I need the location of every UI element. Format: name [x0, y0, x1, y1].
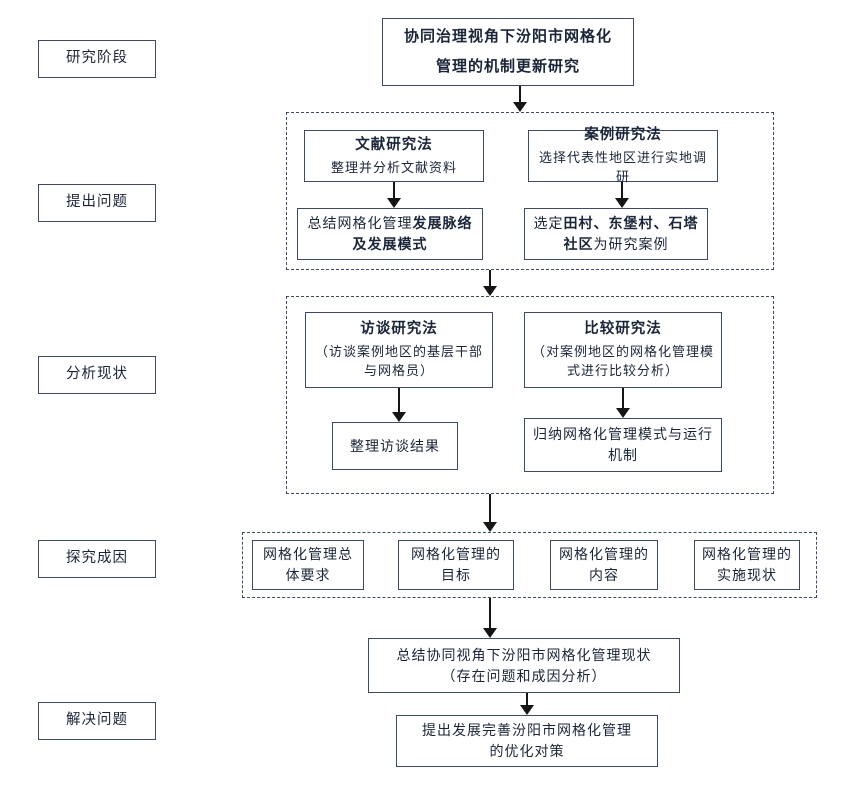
dashed-group-explore-causes: [242, 532, 817, 598]
arrow-line: [489, 270, 491, 286]
cause-text: 网格化管理的目标: [411, 546, 501, 583]
stage-analyze-status: 分析现状: [38, 356, 156, 394]
arrowhead-icon: [513, 102, 527, 112]
stage-label: 探究成因: [66, 550, 128, 567]
arrow-phase1-to-phase2: [483, 270, 497, 296]
arrow-title-to-phase1: [513, 86, 527, 112]
dashed-group-analyze-status: [286, 296, 774, 494]
method-subtitle: 选择代表性地区进行实地调研: [538, 149, 707, 185]
dashed-group-propose-questions: [286, 112, 774, 270]
method-title: 案例研究法: [584, 127, 662, 144]
case-result-box: 选定田村、东堡村、石塔社区为研究案例: [524, 208, 708, 260]
result-text: 总结网格化管理发展脉络及发展模式: [303, 213, 477, 255]
interview-result-box: 整理访谈结果: [332, 422, 458, 470]
stage-label: 研究阶段: [66, 50, 128, 67]
arrow-line: [489, 494, 491, 522]
arrow-literature-to-result: [387, 182, 401, 208]
result-text-regular: 为研究案例: [593, 236, 669, 252]
arrowhead-icon: [387, 198, 401, 208]
arrowhead-icon: [483, 286, 497, 296]
cause-text: 网格化管理的实施现状: [702, 546, 792, 583]
result-text-bold: 发展脉络及发展模式: [352, 215, 473, 252]
solution-line-1: 提出发展完善汾阳市网格化管理: [422, 722, 632, 738]
arrowhead-icon: [392, 412, 406, 422]
arrow-line: [393, 182, 395, 198]
arrow-interview-to-result: [392, 388, 406, 422]
arrow-line: [526, 693, 528, 705]
arrow-summary-to-solution: [520, 693, 534, 715]
result-text-bold: 田村、东堡村、石塔社区: [563, 215, 699, 252]
arrow-case-to-result: [615, 182, 629, 208]
arrowhead-icon: [615, 198, 629, 208]
arrow-phase2-to-causes: [483, 494, 497, 532]
method-title: 文献研究法: [355, 136, 433, 153]
stage-label: 解决问题: [66, 712, 128, 729]
arrow-line: [622, 388, 624, 408]
method-title: 比较研究法: [584, 321, 662, 338]
result-text: 整理访谈结果: [350, 437, 440, 454]
literature-method-box: 文献研究法 整理并分析文献资料: [304, 130, 484, 182]
arrow-line: [398, 388, 400, 412]
arrow-compare-to-result: [616, 388, 630, 418]
cause-box-goals: 网格化管理的目标: [398, 540, 514, 590]
case-method-box: 案例研究法 选择代表性地区进行实地调研: [528, 127, 718, 184]
arrow-line: [489, 598, 491, 628]
literature-result-box: 总结网格化管理发展脉络及发展模式: [297, 208, 483, 260]
title-box: 协同治理视角下汾阳市网格化管理的机制更新研究: [382, 18, 634, 86]
compare-method-box: 比较研究法 （对案例地区的网格化管理模式进行比较分析）: [524, 312, 722, 388]
method-title: 访谈研究法: [360, 321, 438, 338]
solution-line-2: 的优化对策: [489, 743, 565, 759]
arrowhead-icon: [616, 408, 630, 418]
arrowhead-icon: [520, 705, 534, 715]
compare-result-box: 归纳网格化管理模式与运行机制: [524, 418, 722, 472]
cause-box-overall-requirements: 网格化管理总体要求: [252, 540, 364, 590]
stage-label: 提出问题: [66, 194, 128, 211]
arrow-line: [621, 182, 623, 198]
summary-line-1: 总结协同视角下汾阳市网格化管理现状: [396, 646, 652, 663]
cause-box-implementation: 网格化管理的实施现状: [694, 540, 800, 590]
stage-explore-causes: 探究成因: [38, 540, 156, 578]
result-text-regular: 选定: [533, 215, 564, 231]
stage-raise-questions: 提出问题: [38, 184, 156, 222]
arrowhead-icon: [483, 522, 497, 532]
solution-box: 提出发展完善汾阳市网格化管理 的优化对策: [396, 715, 658, 767]
cause-box-content: 网格化管理的内容: [550, 540, 658, 590]
method-subtitle: （访谈案例地区的基层干部与网格员）: [314, 343, 483, 379]
cause-text: 网格化管理总体要求: [263, 546, 353, 583]
summary-line-2: （存在问题和成因分析）: [441, 667, 607, 684]
method-subtitle: （对案例地区的网格化管理模式进行比较分析）: [531, 343, 714, 379]
result-text: 选定田村、东堡村、石塔社区为研究案例: [530, 213, 702, 255]
result-text-regular: 总结网格化管理: [307, 215, 413, 231]
stage-research-phase: 研究阶段: [38, 40, 156, 78]
arrow-causes-to-summary: [483, 598, 497, 638]
cause-text: 网格化管理的内容: [559, 546, 649, 583]
summary-box: 总结协同视角下汾阳市网格化管理现状 （存在问题和成因分析）: [368, 638, 680, 693]
method-subtitle: 整理并分析文献资料: [330, 159, 457, 175]
stage-solve-problems: 解决问题: [38, 702, 156, 740]
arrowhead-icon: [483, 628, 497, 638]
interview-method-box: 访谈研究法 （访谈案例地区的基层干部与网格员）: [305, 312, 493, 388]
research-title: 协同治理视角下汾阳市网格化管理的机制更新研究: [403, 28, 612, 75]
stage-label: 分析现状: [66, 366, 128, 383]
result-text: 归纳网格化管理模式与运行机制: [533, 426, 713, 463]
arrow-line: [519, 86, 521, 102]
